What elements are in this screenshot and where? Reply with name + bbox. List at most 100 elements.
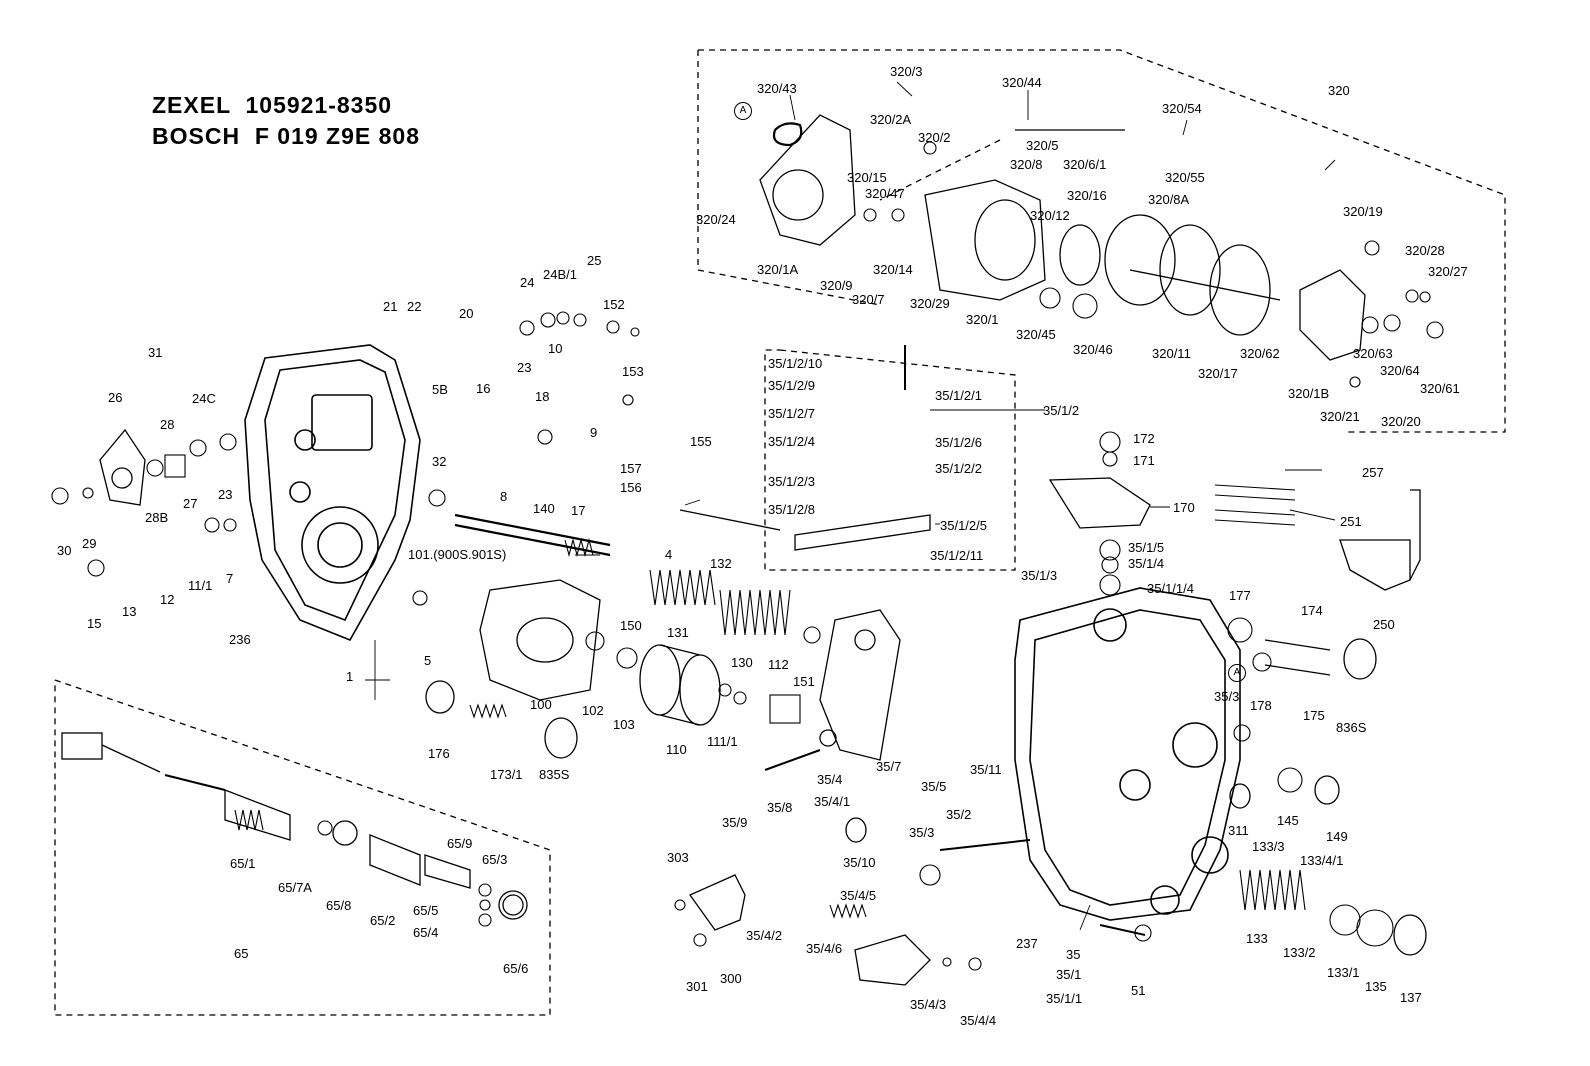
part-label-133-3[interactable]: 133/3 (1252, 839, 1285, 854)
part-label-35-4-3[interactable]: 35/4/3 (910, 997, 947, 1012)
part-label-320-15[interactable]: 320/15 (847, 170, 887, 185)
part-label-35-1-2-6[interactable]: 35/1/2/6 (935, 435, 982, 450)
part-label-21[interactable]: 21 (383, 299, 398, 314)
part-label-132[interactable]: 132 (710, 556, 732, 571)
part-label-20[interactable]: 20 (459, 306, 474, 321)
part-label-311[interactable]: 311 (1228, 823, 1249, 838)
part-label-30[interactable]: 30 (57, 543, 72, 558)
part-label-65-1[interactable]: 65/1 (230, 856, 256, 871)
part-label-35-4-2[interactable]: 35/4/2 (746, 928, 783, 943)
part-label-15[interactable]: 15 (87, 616, 102, 631)
part-label-28[interactable]: 28 (160, 417, 175, 432)
part-label-35-4-5[interactable]: 35/4/5 (840, 888, 877, 903)
part-label-16[interactable]: 16 (476, 381, 491, 396)
part-label-11-1[interactable]: 11/1 (188, 578, 213, 593)
part-label-35-2[interactable]: 35/2 (946, 807, 972, 822)
part-label-300[interactable]: 300 (720, 971, 742, 986)
part-label-35-1-2[interactable]: 35/1/2 (1043, 403, 1080, 418)
part-label-156[interactable]: 156 (620, 480, 642, 495)
part-label-151[interactable]: 151 (793, 674, 815, 689)
part-label-65-3[interactable]: 65/3 (482, 852, 508, 867)
part-label-18[interactable]: 18 (535, 389, 550, 404)
part-label-102[interactable]: 102 (582, 703, 604, 718)
part-label-51[interactable]: 51 (1131, 983, 1146, 998)
part-label-24[interactable]: 24 (520, 275, 535, 290)
part-label-320-24[interactable]: 320/24 (696, 212, 736, 227)
part-label-35-4[interactable]: 35/4 (817, 772, 843, 787)
part-label-170[interactable]: 170 (1173, 500, 1195, 515)
part-label-29[interactable]: 29 (82, 536, 97, 551)
part-label-836s[interactable]: 836S (1336, 720, 1367, 735)
part-label-65-9[interactable]: 65/9 (447, 836, 473, 851)
part-label-32[interactable]: 32 (432, 454, 447, 469)
part-label-110[interactable]: 110 (666, 742, 687, 757)
part-label-24c[interactable]: 24C (192, 391, 216, 406)
part-label-17[interactable]: 17 (571, 503, 586, 518)
part-label-35-9[interactable]: 35/9 (722, 815, 748, 830)
part-label-157[interactable]: 157 (620, 461, 642, 476)
part-label-65-7a[interactable]: 65/7A (278, 880, 312, 895)
part-label-320-62[interactable]: 320/62 (1240, 346, 1280, 361)
part-label-35-1-2-8[interactable]: 35/1/2/8 (768, 502, 815, 517)
part-label-257[interactable]: 257 (1362, 465, 1384, 480)
part-label-320-27[interactable]: 320/27 (1428, 264, 1468, 279)
part-label-35-1-1[interactable]: 35/1/1 (1046, 991, 1083, 1006)
part-label-65-5[interactable]: 65/5 (413, 903, 439, 918)
part-label-133-2[interactable]: 133/2 (1283, 945, 1316, 960)
part-label-35-1-2-4[interactable]: 35/1/2/4 (768, 434, 815, 449)
part-label-320-16[interactable]: 320/16 (1067, 188, 1107, 203)
part-label-7[interactable]: 7 (226, 571, 234, 586)
part-label-133-1[interactable]: 133/1 (1327, 965, 1360, 980)
part-label-12[interactable]: 12 (160, 592, 175, 607)
part-label-23-top[interactable]: 23 (517, 360, 532, 375)
part-label-237[interactable]: 237 (1016, 936, 1038, 951)
part-label-35-3-left[interactable]: 35/3 (909, 825, 935, 840)
part-label-173-1[interactable]: 173/1 (490, 767, 523, 782)
part-label-112[interactable]: 112 (768, 657, 789, 672)
part-label-250[interactable]: 250 (1373, 617, 1395, 632)
part-label-131[interactable]: 131 (667, 625, 689, 640)
part-label-172[interactable]: 172 (1133, 431, 1155, 446)
part-label-320-17[interactable]: 320/17 (1198, 366, 1238, 381)
part-label-35-4-6[interactable]: 35/4/6 (806, 941, 843, 956)
part-label-27[interactable]: 27 (183, 496, 198, 511)
part-label-178[interactable]: 178 (1250, 698, 1272, 713)
part-label-149[interactable]: 149 (1326, 829, 1348, 844)
part-label-320-1a[interactable]: 320/1A (757, 262, 799, 277)
part-label-35-1[interactable]: 35/1 (1056, 967, 1082, 982)
part-label-171[interactable]: 171 (1133, 453, 1155, 468)
part-label-176[interactable]: 176 (428, 746, 450, 761)
part-label-35-1-3[interactable]: 35/1/3 (1021, 568, 1058, 583)
part-label-320-55[interactable]: 320/55 (1165, 170, 1205, 185)
part-label-31[interactable]: 31 (148, 345, 163, 360)
part-label-9[interactable]: 9 (590, 425, 598, 440)
part-label-35-8[interactable]: 35/8 (767, 800, 793, 815)
part-label-320-20[interactable]: 320/20 (1381, 414, 1421, 429)
part-label-175[interactable]: 175 (1303, 708, 1325, 723)
part-label-320-46[interactable]: 320/46 (1073, 342, 1113, 357)
part-label-320-1[interactable]: 320/1 (966, 312, 999, 327)
part-label-25[interactable]: 25 (587, 253, 602, 268)
part-label-35-11[interactable]: 35/11 (970, 762, 1002, 777)
part-label-320[interactable]: 320 (1328, 83, 1350, 98)
part-label-133-4-1[interactable]: 133/4/1 (1300, 853, 1344, 868)
part-label-320-61[interactable]: 320/61 (1420, 381, 1460, 396)
part-label-22[interactable]: 22 (407, 299, 422, 314)
part-label-320-54[interactable]: 320/54 (1162, 101, 1202, 116)
part-label-320-64[interactable]: 320/64 (1380, 363, 1420, 378)
part-label-35-1-2-2[interactable]: 35/1/2/2 (935, 461, 982, 476)
part-label-320-2a[interactable]: 320/2A (870, 112, 912, 127)
part-label-320-43[interactable]: 320/43 (757, 81, 797, 96)
part-label-35-1-5[interactable]: 35/1/5 (1128, 540, 1165, 555)
part-label-28b[interactable]: 28B (145, 510, 169, 525)
part-label-133[interactable]: 133 (1246, 931, 1268, 946)
part-label-320-11[interactable]: 320/11 (1152, 346, 1191, 361)
part-label-320-5[interactable]: 320/5 (1026, 138, 1059, 153)
part-label-5b[interactable]: 5B (432, 382, 448, 397)
part-label-130[interactable]: 130 (731, 655, 753, 670)
part-label-155[interactable]: 155 (690, 434, 712, 449)
part-label-101[interactable]: 101.(900S.901S) (408, 547, 507, 562)
part-label-35-4-1[interactable]: 35/4/1 (814, 794, 851, 809)
part-label-320-44[interactable]: 320/44 (1002, 75, 1042, 90)
part-label-65-6[interactable]: 65/6 (503, 961, 529, 976)
